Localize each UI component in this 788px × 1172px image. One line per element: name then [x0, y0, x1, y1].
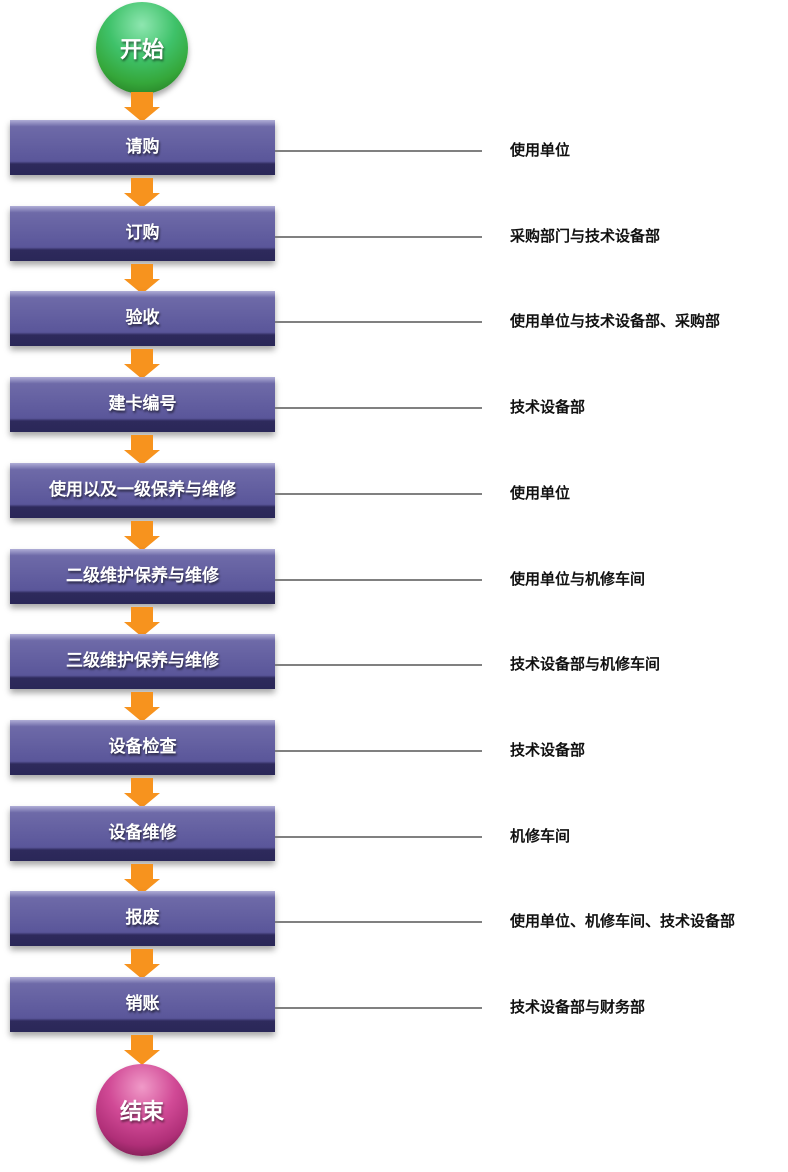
process-step: 订购 — [10, 206, 275, 261]
flow-arrow-icon — [124, 607, 160, 637]
process-step: 请购 — [10, 120, 275, 175]
flow-arrow-icon — [124, 949, 160, 979]
responsible-party: 技术设备部与机修车间 — [510, 655, 661, 673]
process-step: 二级维护保养与维修 — [10, 549, 275, 604]
responsible-party: 使用单位与机修车间 — [510, 570, 646, 588]
connector-line — [275, 236, 482, 238]
responsible-party: 采购部门与技术设备部 — [510, 227, 661, 245]
flow-arrow-icon — [124, 692, 160, 722]
connector-line — [275, 836, 482, 838]
responsible-party: 技术设备部与财务部 — [510, 998, 646, 1016]
process-step: 建卡编号 — [10, 377, 275, 432]
responsible-party: 机修车间 — [510, 827, 571, 845]
flow-arrow-icon — [124, 178, 160, 208]
flow-arrow-icon — [124, 92, 160, 122]
connector-line — [275, 150, 482, 152]
responsible-party: 使用单位与技术设备部、采购部 — [510, 312, 721, 330]
start-node: 开始 — [96, 2, 188, 94]
responsible-party: 使用单位 — [510, 484, 571, 502]
connector-line — [275, 321, 482, 323]
process-step: 设备维修 — [10, 806, 275, 861]
connector-line — [275, 921, 482, 923]
process-step: 验收 — [10, 291, 275, 346]
responsible-party: 技术设备部 — [510, 398, 586, 416]
process-step: 报废 — [10, 891, 275, 946]
flow-arrow-icon — [124, 264, 160, 294]
connector-line — [275, 750, 482, 752]
flow-arrow-icon — [124, 864, 160, 894]
responsible-party: 使用单位 — [510, 141, 571, 159]
flow-arrow-icon — [124, 349, 160, 379]
flow-arrow-icon — [124, 1035, 160, 1065]
process-step: 销账 — [10, 977, 275, 1032]
process-step: 使用以及一级保养与维修 — [10, 463, 275, 518]
process-step: 三级维护保养与维修 — [10, 634, 275, 689]
process-step: 设备检查 — [10, 720, 275, 775]
connector-line — [275, 407, 482, 409]
end-node: 结束 — [96, 1064, 188, 1156]
flow-arrow-icon — [124, 435, 160, 465]
connector-line — [275, 664, 482, 666]
responsible-party: 技术设备部 — [510, 741, 586, 759]
flow-arrow-icon — [124, 521, 160, 551]
flow-arrow-icon — [124, 778, 160, 808]
connector-line — [275, 1007, 482, 1009]
connector-line — [275, 493, 482, 495]
connector-line — [275, 579, 482, 581]
responsible-party: 使用单位、机修车间、技术设备部 — [510, 912, 736, 930]
